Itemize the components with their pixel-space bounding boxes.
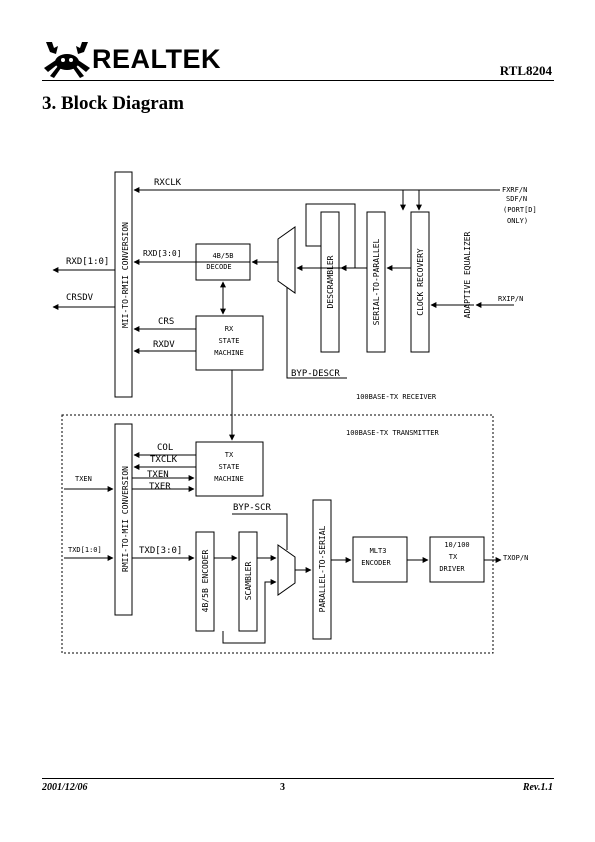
decode-label-1: 4B/5B (212, 252, 233, 260)
brand-name: REALTEK (92, 44, 221, 74)
mlt3-label-1: MLT3 (370, 547, 387, 555)
mlt3-label-2: ENCODER (361, 559, 391, 567)
driver-label-1: 10/100 (444, 541, 469, 549)
txen-input-label: TXEN (75, 475, 92, 483)
rmii-block-label: RMII-TO-MII CONVERSION (121, 466, 130, 572)
crs-label: CRS (158, 317, 174, 327)
mii-block-label: MII-TO-RMII CONVERSION (121, 222, 130, 328)
rx-sm-label-1: RX (225, 325, 234, 333)
descrambler-block (320, 211, 340, 353)
adaptive-equalizer-label: ADAPTIVE EQUALIZER (463, 231, 472, 318)
tx-state-machine-block (195, 441, 264, 497)
serial-to-parallel-block (366, 211, 386, 353)
rxdv-label: RXDV (153, 340, 175, 350)
rx-mux (277, 226, 296, 294)
scrambler-label: SCAMBLER (244, 562, 253, 601)
txclk-label: TXCLK (150, 455, 178, 465)
crab-logo-icon (44, 42, 90, 78)
driver-label-3: DRIVER (439, 565, 465, 573)
txd30-label: TXD[3:0] (139, 546, 182, 556)
txd10-label: TXD[1:0] (68, 546, 102, 554)
transmitter-caption: 100BASE-TX TRANSMITTER (346, 429, 440, 437)
rxip-label: RXIP/N (498, 295, 523, 303)
rx-sm-label-2: STATE (218, 337, 239, 345)
byp-scr-label: BYP-SCR (233, 503, 272, 513)
decode-label-2: DECODE (206, 263, 231, 271)
driver-label-2: TX (449, 553, 458, 561)
rmii-to-mii-block (114, 423, 133, 616)
fxrf-label-2: SDF/N (506, 195, 527, 203)
byp-descr-label: BYP-DESCR (291, 369, 340, 379)
footer-rule (42, 778, 554, 779)
parallel-to-serial-block (312, 499, 332, 640)
footer-date: 2001/12/06 (42, 782, 88, 793)
encoder-block (195, 531, 215, 632)
section-title: 3. Block Diagram (42, 93, 184, 114)
descrambler-label: DESCRAMBLER (326, 255, 335, 308)
tx-sm-label-3: MACHINE (214, 475, 244, 483)
rx-state-machine-block (195, 315, 264, 371)
txer-label: TXER (149, 482, 171, 492)
rx-sm-label-3: MACHINE (214, 349, 244, 357)
parallel-to-serial-label: PARALLEL-TO-SERIAL (318, 525, 327, 612)
fxrf-label-4: ONLY) (507, 217, 528, 225)
txen-label: TXEN (147, 470, 169, 480)
footer-revision: Rev.1.1 (522, 782, 553, 793)
tx-sm-label-1: TX (225, 451, 234, 459)
header-rule (42, 80, 554, 81)
col-label: COL (157, 443, 173, 453)
fxrf-label-1: FXRF/N (502, 186, 527, 194)
serial-to-parallel-label: SERIAL-TO-PARALLEL (372, 238, 381, 325)
scrambler-block (238, 531, 258, 632)
footer-page-number: 3 (280, 782, 285, 793)
crsdv-label: CRSDV (66, 293, 94, 303)
fxrf-label-3: (PORT[D] (503, 206, 537, 214)
rxd30-label: RXD[3:0] (143, 249, 182, 258)
txop-label: TXOP/N (503, 554, 528, 562)
receiver-caption: 100BASE-TX RECEIVER (356, 393, 437, 401)
rxd10-label: RXD[1:0] (66, 257, 109, 267)
encoder-label: 4B/5B ENCODER (201, 550, 210, 613)
part-number: RTL8204 (499, 63, 552, 78)
transmitter-frame (61, 414, 494, 654)
realtek-logo (42, 38, 227, 80)
tx-mux (277, 544, 296, 596)
rxclk-label: RXCLK (154, 178, 182, 188)
clock-recovery-block (410, 211, 430, 353)
mii-to-rmii-block (114, 171, 133, 398)
clock-recovery-label: CLOCK RECOVERY (416, 248, 425, 316)
tx-sm-label-2: STATE (218, 463, 239, 471)
